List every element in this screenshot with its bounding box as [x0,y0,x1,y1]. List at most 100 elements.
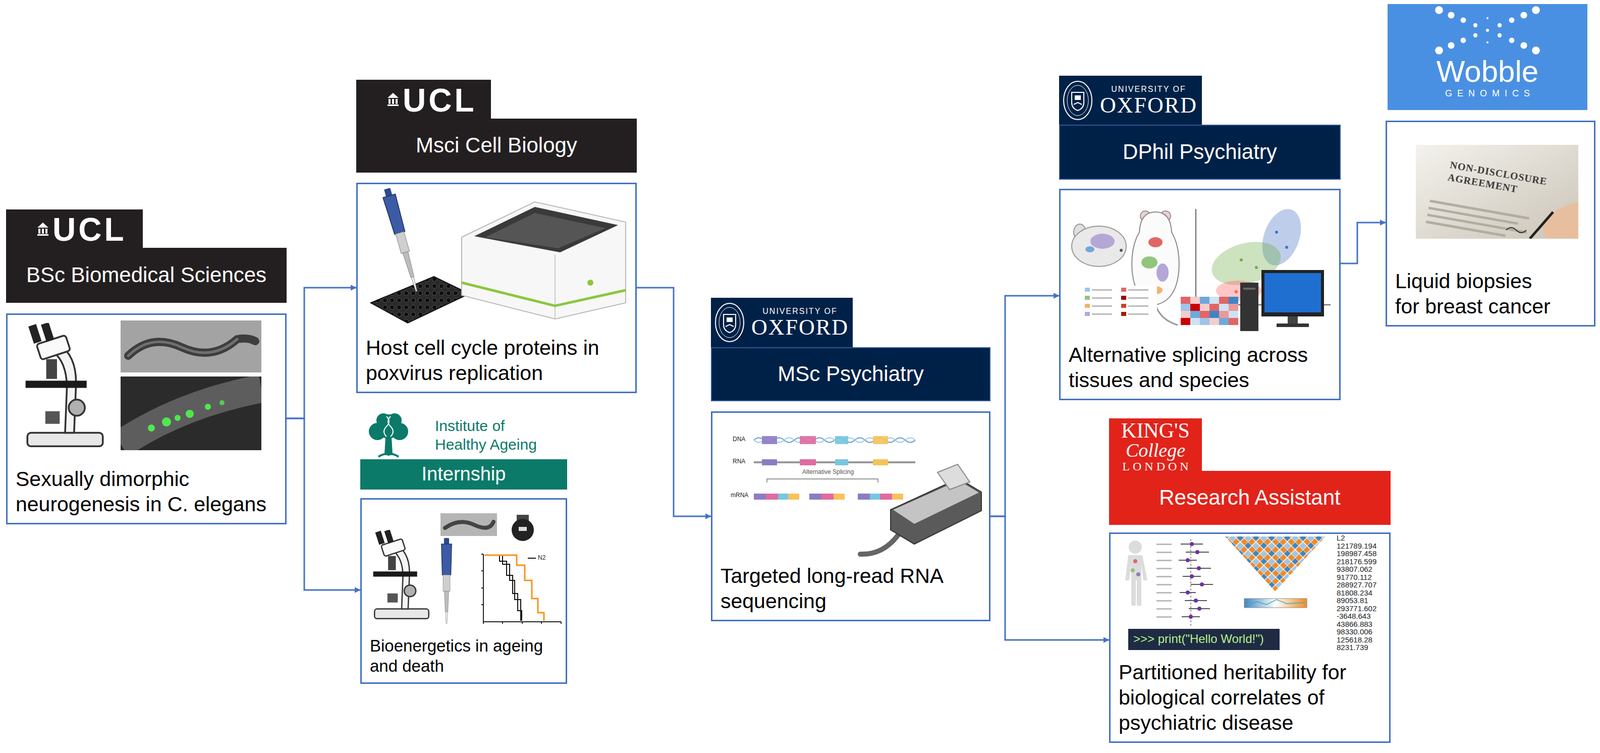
header-band: UNIVERSITY OFOXFORDDPhil Psychiatry [1059,75,1341,180]
ellipse-shape [1067,85,1089,116]
circle-shape [1189,574,1194,579]
rect-shape [1128,313,1149,315]
title-band: MSc Psychiatry [710,347,991,402]
stage-box: Bioenergetics in ageing and death [360,498,568,684]
figure-label: 121789.194 [1336,541,1377,551]
rect-shape [1209,310,1220,318]
path-shape [120,388,262,445]
circle-shape [1130,568,1135,573]
rect-shape [857,493,870,500]
figure-label: RNA [732,458,746,465]
dphil-illustration [1071,203,1331,331]
circle-shape [1234,290,1238,294]
title-band: DPhil Psychiatry [1059,124,1341,180]
g-shape [120,388,262,445]
header-band: UNIVERSITY OFOXFORDMSc Psychiatry [710,297,991,402]
rect-shape [1261,269,1324,317]
figure-label: 81808.234 [1336,588,1373,598]
circle-shape [1185,590,1190,595]
connector-arrow [1340,222,1386,264]
rect-shape [1156,608,1172,610]
ellipse-shape [1148,237,1163,248]
path-shape [1542,201,1579,239]
rect-shape [1121,311,1127,316]
path-shape [485,212,606,249]
title-band: Msci Cell Biology [356,118,637,173]
title-band: BSc Biomedical Sciences [6,247,287,303]
rect-shape [1084,303,1090,308]
rect-shape [1219,317,1229,325]
stage-box: Liquid biopsies for breast cancer [1385,120,1596,327]
figure-label: NON-DISCLOSURE AGREEMENT [1446,158,1566,204]
rect-shape [1199,317,1210,325]
rect-shape [1128,297,1149,299]
path-shape [554,254,556,319]
ellipse-shape [1090,233,1115,249]
rect-shape [1287,316,1298,324]
path-shape [1071,92,1084,111]
rect-shape [821,493,834,500]
circle-shape [219,400,225,406]
header-text: Internship [421,463,507,485]
rect-shape [833,493,845,500]
svg-shape [1062,79,1094,122]
rect-shape [1081,285,1157,322]
path-shape [481,554,562,624]
rect-shape [1156,583,1172,586]
path-shape [484,555,521,621]
rect-shape [1228,303,1239,311]
circle-shape [1195,549,1200,555]
path-shape [1246,599,1305,606]
circle-shape [1473,23,1478,28]
rect-shape [38,228,41,234]
ellipse-shape [1085,246,1095,253]
figure-label: 125618.28 [1336,635,1373,645]
use-shape [380,186,423,294]
header-text: OXFORD [1099,94,1198,117]
g-shape [1178,543,1213,617]
path-shape [384,437,393,454]
figure-label: Alternative Splicing [802,468,854,476]
rect-shape [41,228,44,234]
rect-shape [869,493,880,500]
rect-shape [778,493,789,500]
circle-shape [1196,566,1201,571]
circle-shape [1185,558,1190,563]
rect-shape [1156,591,1172,594]
caption-text: Liquid biopsies for breast cancer [1395,268,1556,319]
g-shape [1425,199,1530,239]
rect-shape [1190,296,1200,304]
header-text: Research Assistant [1159,485,1341,510]
msc-illustration [753,435,982,555]
header-text: MSc Psychiatry [777,362,924,386]
rect-shape [440,513,498,536]
circle-shape [1447,11,1455,19]
circle-shape [185,409,194,418]
rect-shape [392,98,395,104]
rect-shape [1084,287,1090,292]
rect-shape [1228,296,1239,304]
g-shape [1156,543,1172,618]
path-shape [1125,555,1148,606]
rect-shape [726,317,733,322]
rect-shape [1180,296,1191,304]
g-shape [1425,199,1579,239]
figure-label: 98330.006 [1336,627,1373,637]
figure-label: -3648.643 [1336,612,1371,621]
path-shape [753,461,916,464]
svg-shape [386,91,400,107]
rect-shape [1091,297,1113,299]
logo-tab: UCL [356,79,491,119]
header-band: UCLMsci Cell Biology [356,79,637,173]
rect-shape [1264,272,1321,313]
header-band: WobbleGENOMICS [1387,4,1588,110]
rect-shape [1091,289,1113,291]
rect-shape [1219,310,1229,318]
header-text: LONDON [1119,459,1192,473]
internship-illustration [373,513,562,624]
circle-shape [1136,572,1141,577]
g-shape [1185,541,1204,619]
header-band: UCLBSc Biomedical Sciences [6,209,287,303]
header-text: DPhil Psychiatry [1122,140,1278,164]
